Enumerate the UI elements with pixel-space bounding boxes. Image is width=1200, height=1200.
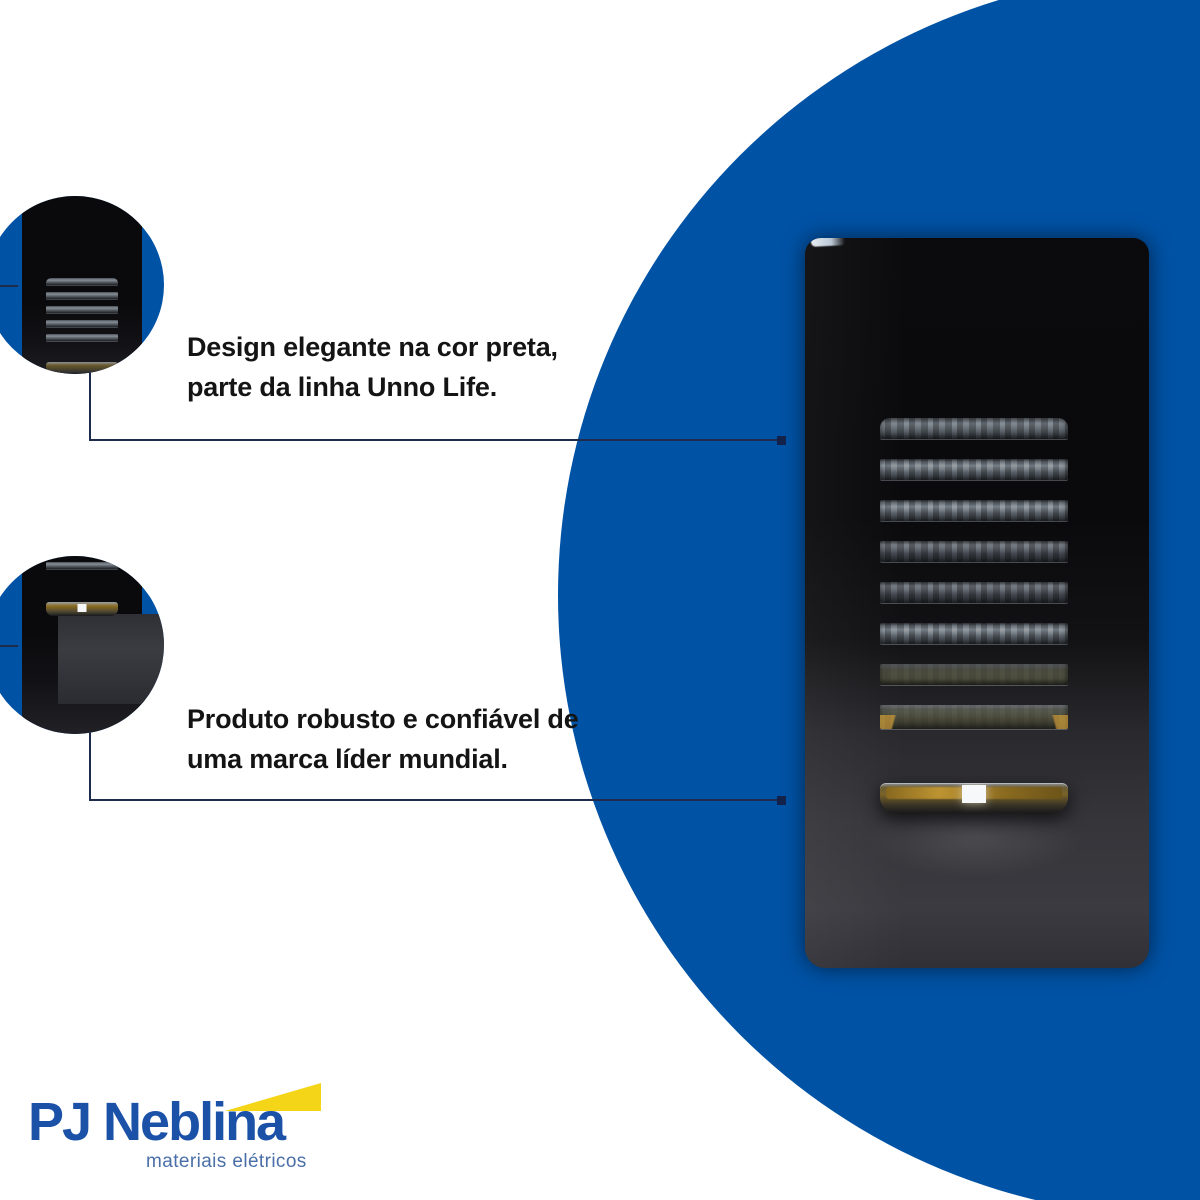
callout-design-text: Design elegante na cor preta, parte da l…	[187, 332, 558, 402]
louver-slats	[880, 418, 1068, 749]
plate-sheen	[58, 614, 164, 704]
slat	[880, 705, 1068, 729]
thumbnail-product-closeup-bottom	[0, 556, 164, 734]
thumbnail-tick-mark	[0, 645, 18, 647]
logo-name: PJ Neblina	[28, 1092, 286, 1152]
connector-horizontal	[89, 799, 783, 801]
slat	[46, 334, 118, 341]
thumbnail-crop	[22, 196, 142, 374]
connector-endpoint-dot	[777, 436, 786, 445]
led-indicator-icon	[77, 604, 87, 612]
switch-rocker	[46, 362, 118, 373]
slat	[880, 541, 1068, 562]
plate-highlight	[810, 238, 846, 247]
switch-plate-body	[805, 238, 1149, 968]
callout-robusto-text: Produto robusto e confiável de uma marca…	[187, 704, 579, 774]
slat	[880, 500, 1068, 521]
connector-vertical	[89, 372, 91, 441]
connector-vertical	[89, 732, 91, 801]
slat	[46, 292, 118, 299]
slat	[46, 278, 118, 285]
connector-endpoint-dot	[777, 796, 786, 805]
mini-slats	[46, 278, 118, 348]
connector-horizontal	[89, 439, 783, 441]
slat	[46, 562, 118, 569]
slat	[880, 418, 1068, 439]
thumbnail-crop	[22, 556, 164, 734]
logo-tagline: materiais elétricos	[146, 1151, 307, 1172]
led-indicator-icon	[962, 785, 986, 803]
logo[interactable]: PJ Neblina materiais elétricos	[28, 1083, 328, 1180]
thumbnail-tick-mark	[0, 285, 18, 287]
slat	[46, 320, 118, 327]
switch-rocker[interactable]	[880, 783, 1068, 813]
slat	[880, 459, 1068, 480]
mini-slats	[46, 556, 118, 576]
slat	[880, 664, 1068, 685]
slat	[880, 582, 1068, 603]
thumbnail-product-closeup-top	[0, 196, 164, 374]
slat	[880, 623, 1068, 644]
product-image	[805, 238, 1149, 968]
slat	[46, 306, 118, 313]
